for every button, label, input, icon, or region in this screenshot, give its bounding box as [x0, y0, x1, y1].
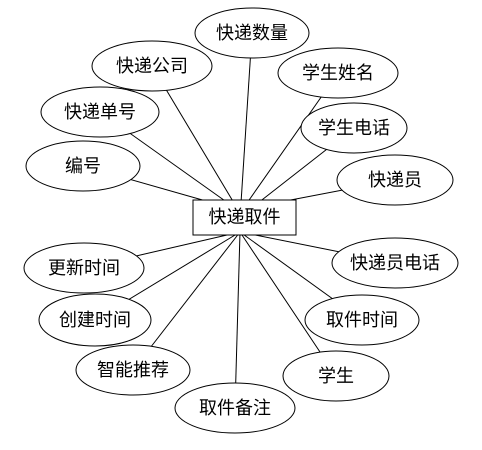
attribute-label: 快递员 [368, 170, 422, 191]
attribute-label: 快递公司 [116, 56, 188, 77]
attribute-ellipse [25, 140, 141, 192]
attribute-ellipse [304, 294, 420, 346]
attribute-label: 学生姓名 [302, 63, 374, 84]
attribute-label: 创建时间 [59, 310, 131, 331]
attribute-ellipse [40, 86, 160, 138]
connector-pickup-note [234, 231, 241, 409]
attribute-ellipse [23, 242, 145, 294]
attribute-ellipse [38, 293, 152, 347]
attribute-update-time: 更新时间 [23, 242, 145, 294]
entity-box [192, 199, 297, 236]
attribute-tracking-number: 快递单号 [40, 86, 160, 138]
attribute-ellipse [75, 344, 191, 396]
attribute-express-quantity: 快递数量 [194, 7, 310, 59]
entity-node: 快递取件 [192, 199, 297, 236]
attribute-ellipse [336, 154, 454, 206]
attribute-student: 学生 [282, 350, 390, 402]
attribute-smart-recommend: 智能推荐 [75, 344, 191, 396]
attribute-label: 取件备注 [199, 398, 271, 419]
attribute-group: 快递数量快递公司学生姓名快递单号学生电话编号快递员更新时间快递员电话创建时间取件… [23, 7, 459, 434]
attribute-ellipse [331, 237, 459, 289]
attribute-courier-phone: 快递员电话 [331, 237, 459, 289]
entity-label: 快递取件 [209, 207, 281, 228]
attribute-label: 快递数量 [216, 23, 288, 44]
attribute-express-company: 快递公司 [91, 40, 213, 92]
attribute-label: 快递员电话 [350, 253, 440, 274]
attribute-ellipse [174, 382, 296, 434]
attribute-label: 智能推荐 [97, 360, 169, 381]
attribute-courier: 快递员 [336, 154, 454, 206]
attribute-ellipse [300, 102, 408, 154]
attribute-serial-number: 编号 [25, 140, 141, 192]
attribute-label: 编号 [65, 156, 101, 177]
attribute-student-phone: 学生电话 [300, 102, 408, 154]
attribute-label: 学生 [318, 366, 354, 387]
attribute-label: 更新时间 [48, 258, 120, 279]
attribute-label: 快递单号 [64, 102, 136, 123]
attribute-pickup-time: 取件时间 [304, 294, 420, 346]
attribute-create-time: 创建时间 [38, 293, 152, 347]
attribute-student-name: 学生姓名 [277, 47, 399, 99]
attribute-pickup-note: 取件备注 [174, 382, 296, 434]
attribute-ellipse [277, 47, 399, 99]
attribute-ellipse [282, 350, 390, 402]
attribute-ellipse [91, 40, 213, 92]
attribute-ellipse [194, 7, 310, 59]
attribute-label: 学生电话 [318, 118, 390, 139]
attribute-label: 取件时间 [326, 310, 398, 331]
connector-express-quantity [240, 32, 253, 204]
